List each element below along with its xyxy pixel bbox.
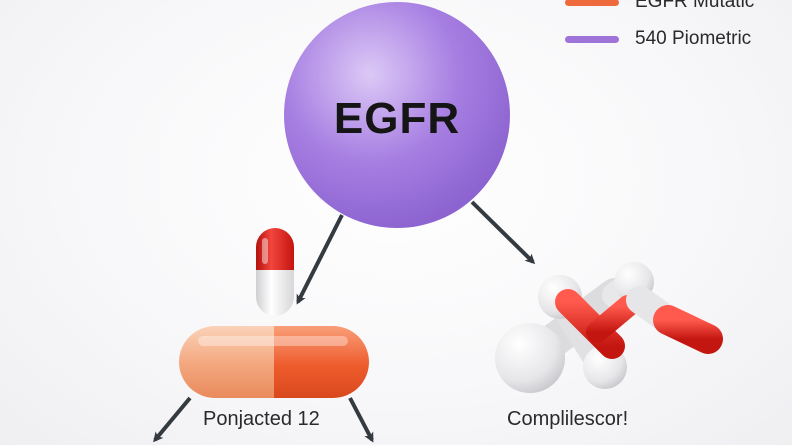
arrow-egfr-to-left-drug	[296, 214, 344, 305]
legend-swatch-orange	[565, 0, 619, 6]
arrow-left-out-2	[348, 397, 374, 443]
legend-label: 540 Piometric	[635, 28, 752, 49]
small-pill-icon	[256, 228, 294, 316]
capsule-icon	[179, 326, 369, 398]
legend-swatch-purple	[565, 35, 619, 43]
arrow-egfr-to-right-drug	[470, 200, 536, 265]
left-drug-label: Ponjacted 12	[203, 408, 320, 430]
egfr-node-circle	[284, 2, 510, 228]
right-drug-label: Complilescor!	[507, 408, 629, 430]
egfr-node-label: EGFR	[333, 94, 461, 143]
molecule-icon	[495, 262, 723, 393]
arrow-left-out-1	[153, 396, 192, 443]
legend-label: EGFR Mutatic	[635, 0, 755, 12]
legend-item-piometric: 540 Piometric	[565, 28, 752, 49]
legend-item-egfr-mutation: EGFR Mutatic	[565, 0, 754, 12]
